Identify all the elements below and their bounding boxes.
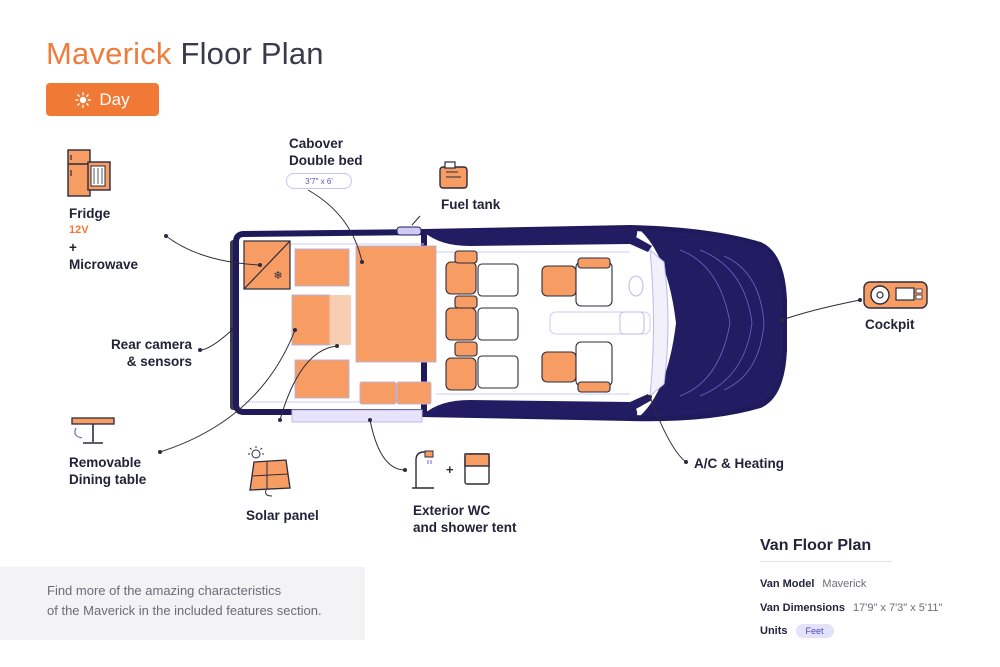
spec-model-value: Maverick [822,578,867,590]
day-label: Day [99,89,130,109]
mirror-bottom [630,394,652,410]
footer-note: Find more of the amazing characteristics… [47,581,322,621]
fridge-text: Fridge [69,206,111,221]
cabover-text: Cabover [289,136,344,151]
title-accent: Maverick [46,36,172,71]
spec-dims-value: 17'9" x 7'3" x 5'11" [852,602,943,614]
cockpit-icon [863,281,928,309]
fuel-tank-icon [439,161,468,189]
spec-row-model: Van Model Maverick [760,578,866,590]
shower-tent-text: and shower tent [413,520,517,535]
double-bed-text: Double bed [289,153,363,168]
cabover-label: Cabover Double bed [289,135,363,169]
fridge-plus: + [69,240,77,255]
rear-camera-label: Rear camera & sensors [100,336,192,370]
fridge-icon [67,149,91,197]
dining-table-text: Dining table [69,472,147,487]
cabover-dimensions-badge: 3'7" x 6' [286,173,352,189]
sun-icon [75,91,92,108]
footer-line-2: of the Maverick in the included features… [47,603,322,618]
exterior-wc-text: Exterior WC [413,503,491,518]
spec-units-key: Units [760,625,788,637]
units-toggle[interactable]: Feet [795,624,834,638]
spec-model-key: Van Model [760,578,815,590]
dining-table-label: Removable Dining table [69,454,146,488]
tent-icon [464,453,490,485]
spec-row-dimensions: Van Dimensions 17'9" x 7'3" x 5'11" [760,602,942,614]
shower-icon [412,450,434,489]
spec-row-units: Units Feet [760,624,834,638]
fridge-label: Fridge 12V + Microwave [69,205,138,273]
fridge-voltage: 12V [69,224,89,236]
specs-divider [760,561,892,562]
wc-label: Exterior WC and shower tent [413,502,517,536]
bottom-door [424,400,638,418]
footer-line-1: Find more of the amazing characteristics [47,583,282,598]
sensors-text: & sensors [126,354,192,369]
rear-camera-text: Rear camera [110,337,192,352]
page-title: Maverick Floor Plan [46,36,324,72]
leader-lines [159,189,861,471]
footer-note-box [0,567,365,640]
removable-text: Removable [69,455,142,470]
fuel-tank-label: Fuel tank [441,197,501,212]
dining-table-icon [71,417,115,444]
specs-title: Van Floor Plan [760,537,872,554]
microwave-text: Microwave [69,257,139,272]
solar-panel-icon [248,446,291,497]
spec-dims-key: Van Dimensions [760,602,845,614]
plus-icon: + [446,462,454,477]
top-door [424,228,638,246]
cockpit-label: Cockpit [865,317,915,332]
van-floor-plan: ❄ [230,224,787,423]
day-mode-button[interactable]: Day [46,83,159,116]
mirror-top [630,236,652,252]
microwave-icon [87,161,111,191]
solar-panel-label: Solar panel [246,508,319,523]
title-rest: Floor Plan [180,36,324,71]
svg-text:❄: ❄ [273,269,282,282]
hood [640,230,782,417]
ac-heating-label: A/C & Heating [694,456,785,471]
